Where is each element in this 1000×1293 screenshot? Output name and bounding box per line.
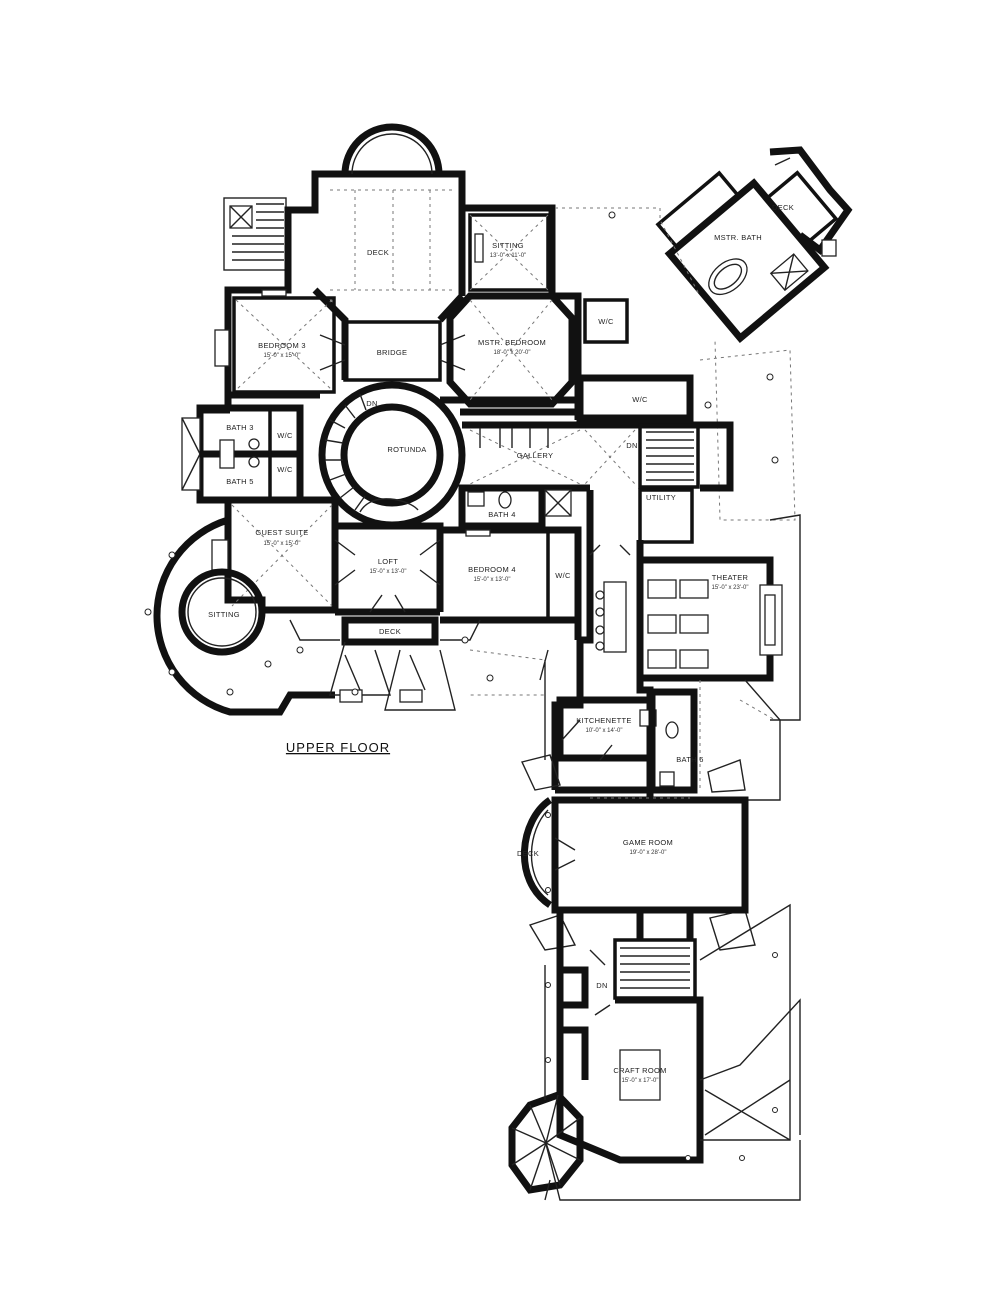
master-bedroom-label: MSTR. BEDROOM <box>478 338 546 347</box>
bedroom-3-dims: 15'-0" x 15'-0" <box>264 353 301 359</box>
loft-dims: 15'-0" x 13'-0" <box>370 569 407 575</box>
bath-3-5-block <box>181 404 304 504</box>
deck-front-label: DECK <box>379 627 401 636</box>
stair-dn-rotunda: DN <box>366 399 377 408</box>
bedroom-4-label: BEDROOM 4 <box>468 565 516 574</box>
wic-bath3-label: W/C <box>277 431 293 440</box>
wic-upper-label: W/C <box>598 317 614 326</box>
stair-lower <box>613 912 697 1000</box>
game-room <box>551 796 749 914</box>
guest-suite-label: GUEST SUITE <box>255 528 308 537</box>
sitting-round-label: SITTING <box>208 610 240 619</box>
sitting-top-dims: 13'-0" x 11'-0" <box>490 253 526 259</box>
plan-title: UPPER FLOOR <box>286 740 390 755</box>
craft-room-label: CRAFT ROOM <box>613 1066 666 1075</box>
bedroom-3-room <box>214 289 336 394</box>
sitting-top-room <box>468 213 550 292</box>
bedroom-4-dims: 15'-0" x 13'-0" <box>474 577 511 583</box>
kitchenette-dims: 10'-0" x 14'-0" <box>586 728 623 734</box>
kitchenette-label: KITCHENETTE <box>576 716 631 725</box>
rotunda-label: ROTUNDA <box>387 445 426 454</box>
gallery-label: GALLERY <box>517 451 554 460</box>
bath-4-room <box>458 484 572 530</box>
deck-top-bay <box>330 123 455 291</box>
sitting-top-label: SITTING <box>492 241 524 250</box>
turret-octagon <box>508 1090 584 1194</box>
bath-4-label: BATH 4 <box>488 510 516 519</box>
wic-master-label: W/C <box>632 395 648 404</box>
deck-ne-corner <box>769 146 853 257</box>
bridge-area <box>319 320 466 382</box>
wic-master-room <box>576 374 694 422</box>
master-bedroom-dims: 18'-0" x 20'-0" <box>494 350 531 356</box>
bath-6-label: BATH 6 <box>676 755 704 764</box>
loft-label: LOFT <box>378 557 398 566</box>
craft-room-dims: 15'-0" x 17'-0" <box>622 1078 659 1084</box>
master-bath-wing <box>655 170 839 344</box>
bath-5-label: BATH 5 <box>226 477 254 486</box>
wic-bed4-label: W/C <box>555 571 571 580</box>
craft-room <box>556 910 704 1164</box>
theater-room <box>636 556 783 682</box>
roof-west-edge <box>539 649 549 760</box>
master-bath-label: MSTR. BATH <box>714 233 762 242</box>
deck-east-bay <box>521 797 553 908</box>
theater-dims: 15'-0" x 23'-0" <box>712 585 749 591</box>
master-bedroom-room <box>446 292 576 408</box>
loft-room <box>334 522 444 616</box>
stair-dn-lower: DN <box>596 981 607 990</box>
stair-east <box>638 423 700 489</box>
bridge-label: BRIDGE <box>377 348 408 357</box>
bedroom-3-label: BEDROOM 3 <box>258 341 306 350</box>
wic-bath5-label: W/C <box>277 465 293 474</box>
deck-ne-label: DECK <box>772 203 794 212</box>
utility-room <box>638 488 694 544</box>
game-room-dims: 19'-0" x 28'-0" <box>630 850 667 856</box>
deck-east-label: DECK <box>517 849 539 858</box>
stair-dn-east: DN <box>626 441 637 450</box>
guest-suite-dims: 15'-0" x 15'-0" <box>264 541 301 547</box>
east-roof <box>699 514 801 801</box>
deck-top-label: DECK <box>367 248 389 257</box>
bath-3-label: BATH 3 <box>226 423 254 432</box>
corridor-counter <box>589 544 631 653</box>
bedroom-4-room <box>440 526 582 624</box>
bath-6-room <box>648 688 698 794</box>
wic-upper-room <box>583 298 629 344</box>
rotunda-stair <box>318 381 466 529</box>
theater-label: THEATER <box>712 573 749 582</box>
roof-lower-right <box>544 903 801 1201</box>
exterior-stair-nw <box>223 197 287 271</box>
game-room-label: GAME ROOM <box>623 838 673 847</box>
round-deck-sitting <box>144 516 335 716</box>
utility-label: UTILITY <box>646 493 676 502</box>
